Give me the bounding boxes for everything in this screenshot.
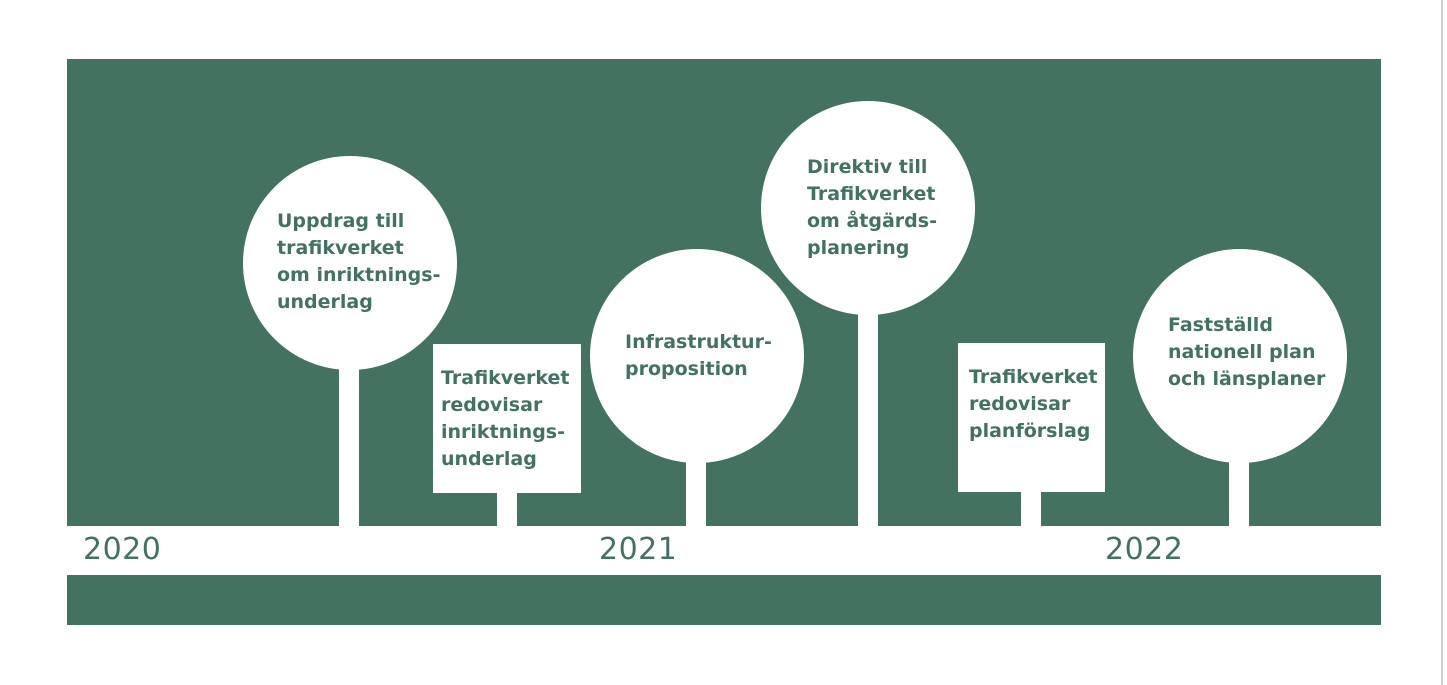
event-circle bbox=[761, 101, 975, 315]
event-stem bbox=[339, 360, 359, 528]
event-stem bbox=[858, 305, 878, 528]
event-box bbox=[433, 344, 581, 493]
event-label: Direktiv till Trafikverket om åtgärds- p… bbox=[807, 156, 937, 259]
event-label: Trafikverket redovisar inriktnings- unde… bbox=[441, 367, 570, 470]
year-axis-band bbox=[67, 526, 1381, 575]
event-circle bbox=[1133, 249, 1347, 463]
year-label-2021: 2021 bbox=[599, 532, 678, 567]
event-stem bbox=[1021, 487, 1041, 528]
event-box bbox=[958, 343, 1105, 492]
event-circle bbox=[243, 156, 457, 370]
event-stem bbox=[686, 455, 706, 528]
event-stem bbox=[497, 488, 517, 528]
event-label: Trafikverket redovisar planförslag bbox=[969, 366, 1098, 442]
year-label-2022: 2022 bbox=[1105, 532, 1184, 567]
event-label: Fastställd nationell plan och länsplaner bbox=[1168, 314, 1326, 390]
page-edge-line bbox=[1441, 0, 1443, 685]
event-stem bbox=[1229, 455, 1249, 528]
event-circle bbox=[590, 249, 804, 463]
event-label: Uppdrag till trafikverket om inriktnings… bbox=[277, 210, 441, 313]
event-label: Infrastruktur- proposition bbox=[625, 331, 772, 380]
year-label-2020: 2020 bbox=[83, 532, 162, 567]
